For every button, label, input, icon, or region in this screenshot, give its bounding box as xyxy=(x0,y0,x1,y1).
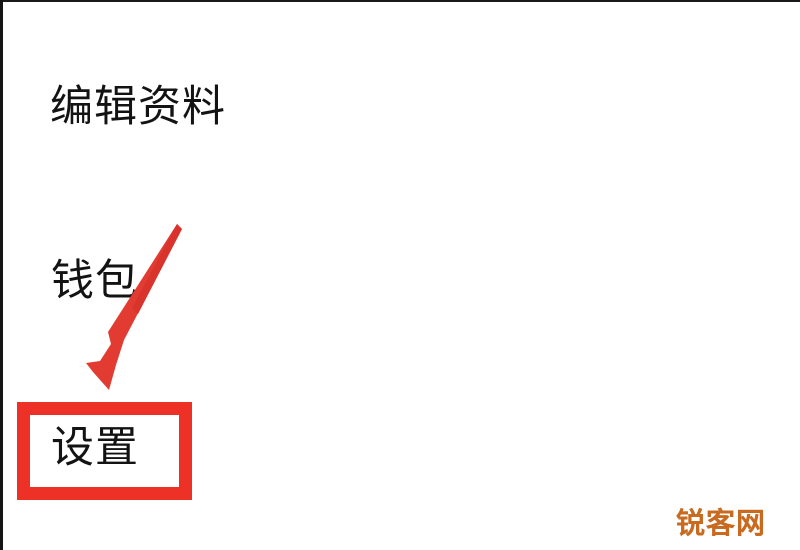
menu-item-wallet[interactable]: 钱包 xyxy=(51,256,139,306)
menu-item-edit-profile[interactable]: 编辑资料 xyxy=(50,82,226,132)
site-watermark: 锐客网 xyxy=(676,506,767,540)
site-watermark-outline: 锐客网 xyxy=(674,505,767,542)
left-edge-border xyxy=(0,0,3,550)
top-edge-border xyxy=(0,0,800,2)
settings-highlight-box xyxy=(17,402,192,500)
menu-item-settings[interactable]: 设置 xyxy=(51,423,139,473)
